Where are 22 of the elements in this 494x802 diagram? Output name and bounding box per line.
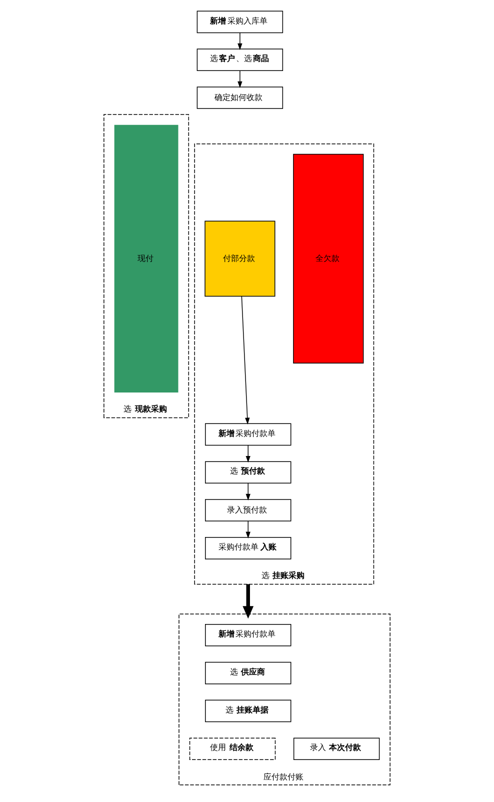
- arrow: [242, 584, 254, 619]
- arrow: [238, 32, 242, 50]
- node-box: 选客户、选商品: [196, 48, 284, 71]
- arrow: [246, 520, 250, 538]
- node-box: 付部分款: [204, 220, 276, 297]
- arrow: [246, 444, 250, 463]
- arrow: [238, 70, 242, 88]
- node-box: 选 挂账单据: [205, 700, 292, 722]
- node-box: 全欠款: [293, 154, 364, 364]
- node-box: 选 预付款: [205, 461, 292, 484]
- node-box: 采购付款单入账: [205, 537, 292, 560]
- node-box: 新增采购付款单: [205, 624, 292, 646]
- node-box: 录入预付款: [205, 499, 292, 522]
- node-box: 使用 结余款: [189, 738, 276, 760]
- node-box: 确定如何收款: [196, 86, 284, 109]
- node-box: 新增采购入库单: [196, 10, 284, 34]
- arrow: [246, 482, 250, 501]
- arrow: [241, 296, 250, 424]
- node-box: 选 供应商: [205, 662, 292, 684]
- node-box: 录入 本次付款: [293, 738, 380, 760]
- node-box: 现付: [114, 124, 178, 392]
- node-box: 新增采购付款单: [205, 423, 292, 446]
